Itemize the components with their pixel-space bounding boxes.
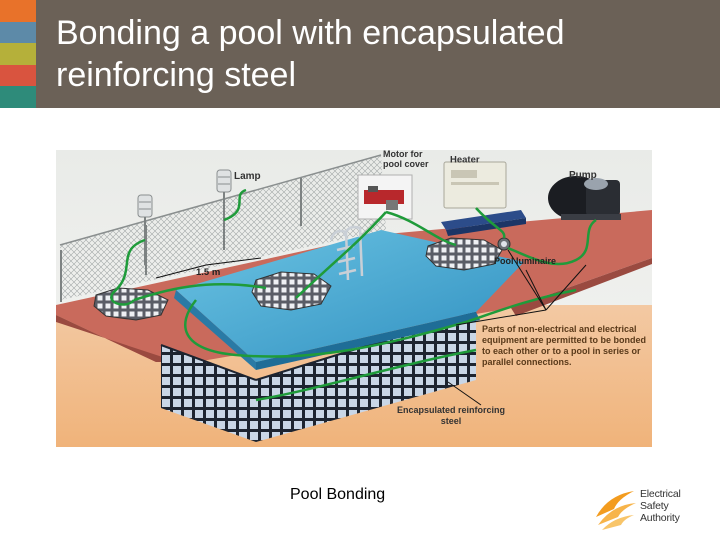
logo-line: Authority <box>640 512 680 524</box>
pump-label: Pump <box>569 170 597 181</box>
pool-bonding-diagram: Lamp Motor for pool cover Heater Pump 1.… <box>56 150 652 447</box>
distance-label: 1.5 m <box>196 267 220 278</box>
bonding-mesh-patch <box>251 271 332 311</box>
stripe <box>0 64 36 87</box>
image-caption: Pool Bonding <box>290 486 386 503</box>
logo-line: Safety <box>640 500 669 512</box>
stripe <box>0 21 36 44</box>
bonding-mesh-patch <box>425 237 503 271</box>
steel-label: Encapsulated reinforcing steel <box>396 405 506 426</box>
pool-cover-motor <box>357 174 413 220</box>
diagram-svg: Lamp Motor for pool cover Heater Pump 1.… <box>56 150 652 447</box>
esa-logo: Electrical Safety Authority <box>594 487 704 531</box>
color-stripes <box>0 0 36 108</box>
stripe <box>0 43 36 65</box>
esa-logo-text: Electrical Safety Authority <box>640 488 681 524</box>
stripe <box>0 0 36 22</box>
luminaire-label: Pool luminaire <box>493 256 556 266</box>
stripe <box>0 86 36 108</box>
heater <box>443 161 507 209</box>
steel-wall-left <box>161 345 256 442</box>
pointer-lines <box>155 249 587 406</box>
steel-wall-front <box>256 312 476 442</box>
pump <box>548 176 621 220</box>
lamp-left <box>137 194 153 265</box>
lamp-right <box>216 169 232 242</box>
lamp-label: Lamp <box>234 171 261 182</box>
esa-logo-mark <box>596 491 636 530</box>
bonding-conductor <box>110 188 597 402</box>
slide-title: Bonding a pool with encapsulated reinfor… <box>56 14 565 94</box>
logo-line: Electrical <box>640 488 681 500</box>
header-bar: Bonding a pool with encapsulated reinfor… <box>0 0 720 108</box>
motor-label: Motor for pool cover <box>383 150 429 169</box>
bonding-note: Parts of non-electrical and electrical e… <box>482 324 647 367</box>
diving-board <box>441 210 526 230</box>
heater-label: Heater <box>450 154 480 165</box>
